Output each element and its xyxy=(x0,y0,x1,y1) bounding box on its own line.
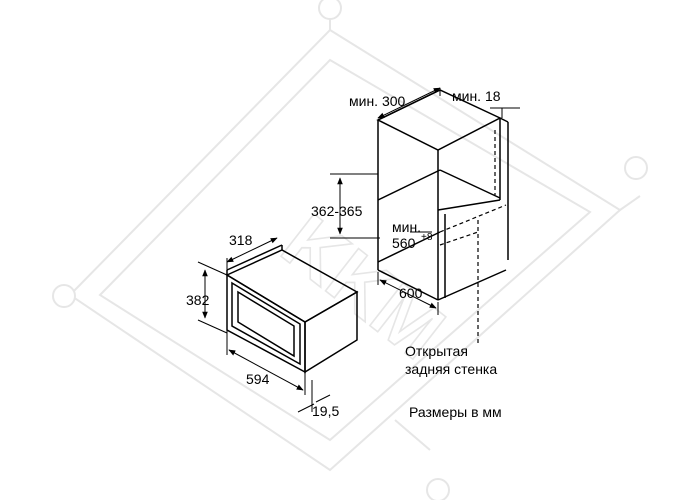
dim-19-5 xyxy=(297,380,331,413)
note-units: Размеры в мм xyxy=(409,404,502,420)
label-min-560-tolerance: +8 xyxy=(421,232,433,243)
dim-600 xyxy=(377,272,439,315)
watermark: KKM xyxy=(52,0,648,500)
dim-594 xyxy=(226,330,306,395)
dim-382 xyxy=(197,261,228,334)
label-382: 382 xyxy=(186,292,210,308)
watermark-pins xyxy=(52,0,648,500)
label-594: 594 xyxy=(246,371,270,387)
note-open-back-line1: Открытая xyxy=(405,343,468,359)
label-min-560-value: 560 xyxy=(392,235,416,251)
label-600: 600 xyxy=(399,285,423,301)
dim-min-300 xyxy=(377,87,441,119)
open-back-dashes xyxy=(439,130,507,345)
dim-362-365 xyxy=(330,173,380,239)
note-open-back-line2: задняя стенка xyxy=(405,361,497,377)
watermark-diamond xyxy=(68,28,622,472)
label-318: 318 xyxy=(229,232,253,248)
label-min-300: мин. 300 xyxy=(349,93,406,109)
label-362-365: 362-365 xyxy=(311,203,363,219)
label-19-5: 19,5 xyxy=(312,403,339,419)
label-min-560-prefix: мин. xyxy=(392,219,421,235)
dim-318 xyxy=(226,237,278,270)
dim-min-18 xyxy=(490,107,520,118)
label-min-18: мин. 18 xyxy=(452,88,501,104)
